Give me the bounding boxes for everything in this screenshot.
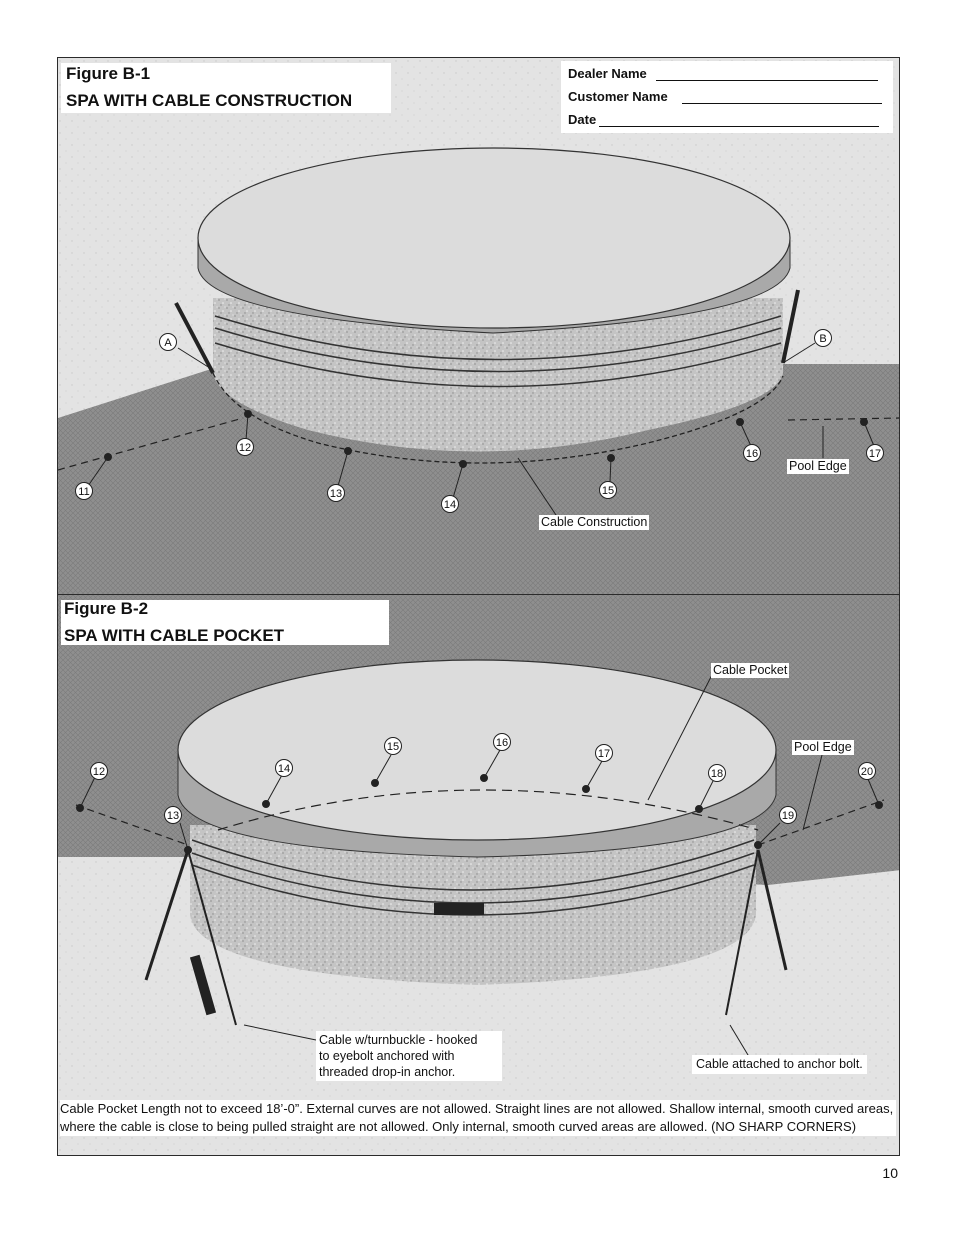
anchor-a: [174, 302, 215, 374]
callout-13: 13: [164, 806, 182, 824]
pool-surface: [58, 364, 899, 594]
date-rule[interactable]: [599, 126, 879, 127]
callout-14: 14: [275, 759, 293, 777]
callout-20: 20: [858, 762, 876, 780]
callout-b: B: [814, 329, 832, 347]
figure-b2-illustration: [58, 595, 899, 1155]
callout-12: 12: [236, 438, 254, 456]
callout-11: 11: [75, 482, 93, 500]
callout-16: 16: [493, 733, 511, 751]
figure-b2-number: Figure B-2: [64, 599, 149, 618]
turnbuckle-line-1: Cable w/turnbuckle - hooked: [319, 1033, 478, 1047]
callout-13: 13: [327, 484, 345, 502]
callout-17: 17: [595, 744, 613, 762]
pool-edge-label-b2: Pool Edge: [792, 740, 854, 755]
cable-pocket-clasp: [434, 903, 484, 915]
date-label: Date: [568, 112, 597, 127]
anchor-bolt-label: Cable attached to anchor bolt.: [692, 1055, 867, 1074]
cable-pocket-line: [217, 789, 759, 831]
turnbuckle-line-2: to eyebolt anchored with: [319, 1049, 455, 1063]
figure-b2-title: SPA WITH CABLE POCKET: [64, 626, 285, 645]
anchor-bolt-cable: [725, 849, 759, 1016]
dealer-name-rule[interactable]: [656, 80, 878, 81]
callout-19: 19: [779, 806, 797, 824]
anchor-b: [781, 289, 800, 364]
turnbuckle-label: Cable w/turnbuckle - hooked to eyebolt a…: [316, 1031, 502, 1081]
callout-15: 15: [599, 481, 617, 499]
spa-cover-top: [197, 147, 791, 329]
callout-16: 16: [743, 444, 761, 462]
figure-b1-title: SPA WITH CABLE CONSTRUCTION: [66, 91, 353, 110]
figure-b1-panel: Figure B-1 SPA WITH CABLE CONSTRUCTION A…: [57, 57, 900, 595]
figure-b1-title-box: [61, 63, 391, 113]
dealer-form: Dealer Name Customer Name Date: [561, 61, 893, 133]
callout-a: A: [159, 333, 177, 351]
callout-14: 14: [441, 495, 459, 513]
figure-b2-panel: Figure B-2 SPA WITH CABLE POCKET 12 13 1…: [57, 594, 900, 1156]
pool-edge-line: [75, 799, 885, 846]
spa-wall: [213, 298, 783, 452]
turnbuckle-line-3: threaded drop-in anchor.: [319, 1065, 456, 1079]
figure-b1-illustration: [58, 58, 899, 594]
pool-edge-label-b1: Pool Edge: [787, 459, 849, 474]
cable-pocket-note: Cable Pocket Length not to exceed 18’-0”…: [60, 1100, 896, 1136]
page-number: 10: [882, 1165, 898, 1181]
cable-construction-label: Cable Construction: [539, 515, 650, 530]
callout-15: 15: [384, 737, 402, 755]
spa-cover-top: [177, 659, 777, 841]
callout-18: 18: [708, 764, 726, 782]
turnbuckle-cable: [187, 849, 237, 1026]
callout-17: 17: [866, 444, 884, 462]
cable-pocket-label: Cable Pocket: [711, 663, 790, 678]
customer-name-label: Customer Name: [568, 89, 668, 104]
dealer-name-label: Dealer Name: [568, 66, 647, 81]
callout-12: 12: [90, 762, 108, 780]
customer-name-rule[interactable]: [682, 103, 882, 104]
right-anchor-cable: [756, 849, 788, 971]
pool-edge-line: [58, 417, 899, 471]
figure-b2-title-box: [61, 600, 389, 645]
left-anchor-cable: [144, 849, 190, 981]
figure-b1-number: Figure B-1: [66, 64, 151, 83]
